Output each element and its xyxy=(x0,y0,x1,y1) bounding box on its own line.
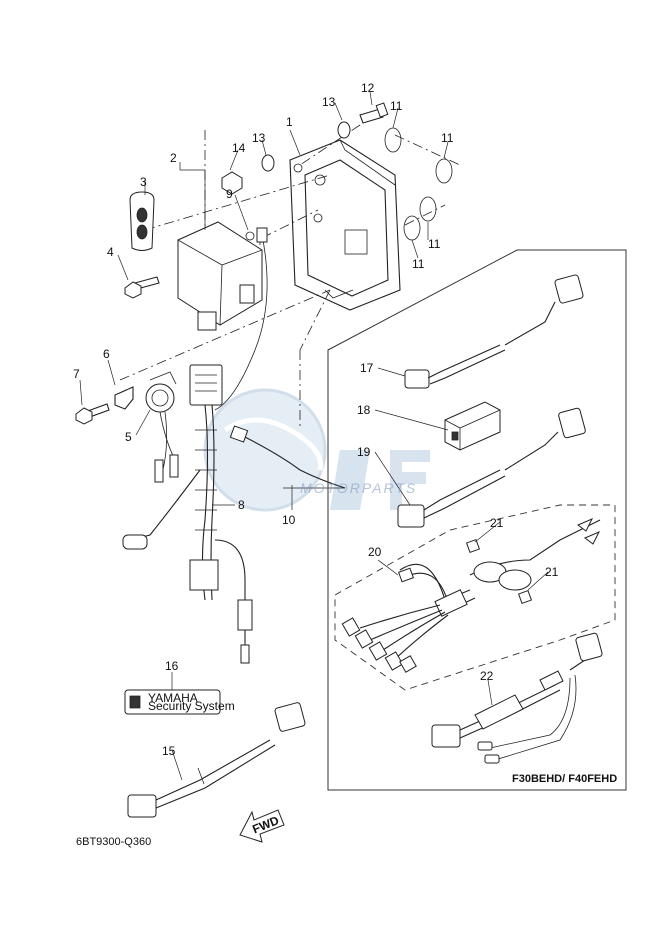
watermark-logo xyxy=(203,388,430,512)
wire-harness-part-8 xyxy=(122,364,253,664)
washer-part-13 xyxy=(337,121,351,139)
screw-part-4 xyxy=(124,276,160,299)
callout-10: 10 xyxy=(282,513,296,527)
connector-part-18 xyxy=(444,401,501,451)
screw-part-12 xyxy=(359,102,389,124)
option-box-outline xyxy=(327,249,627,791)
callout-4: 4 xyxy=(107,245,114,259)
callout-7: 7 xyxy=(73,367,80,381)
leader-lines xyxy=(79,91,549,781)
harness-part-22 xyxy=(431,632,603,764)
callout-11c: 11 xyxy=(428,237,441,251)
callout-19: 19 xyxy=(357,445,371,459)
callout-9: 9 xyxy=(226,187,233,201)
callout-2: 2 xyxy=(170,151,177,165)
harness-part-15 xyxy=(127,702,306,818)
key-part-3 xyxy=(129,191,155,251)
callout-11b: 11 xyxy=(441,131,454,145)
callout-13b: 13 xyxy=(252,131,266,145)
callout-numbers: 1 2 3 4 5 6 7 8 9 10 11 11 11 11 12 13 1… xyxy=(73,81,559,758)
callout-6: 6 xyxy=(103,347,110,361)
terminal-lead xyxy=(214,234,268,411)
label-brand-text: YAMAHA xyxy=(148,691,198,705)
oring-part-11d xyxy=(419,196,437,222)
callout-22: 22 xyxy=(480,669,494,683)
washer-part-13b xyxy=(261,154,275,172)
buzzer-part-5 xyxy=(145,371,179,483)
callout-14: 14 xyxy=(232,141,246,155)
callout-11a: 11 xyxy=(390,99,403,113)
callout-11d: 11 xyxy=(412,257,425,271)
callout-16: 16 xyxy=(165,659,179,673)
fwd-text: FWD xyxy=(250,813,281,836)
harness-part-19 xyxy=(397,407,586,528)
callout-21b: 21 xyxy=(545,565,559,579)
lead-part-10 xyxy=(229,425,346,489)
oring-part-11b xyxy=(435,158,453,184)
callout-13a: 13 xyxy=(322,95,336,109)
housing-part-1 xyxy=(289,139,401,311)
control-unit-part-2 xyxy=(177,221,263,331)
callout-18: 18 xyxy=(357,403,371,417)
callout-3: 3 xyxy=(140,175,147,189)
callout-8: 8 xyxy=(238,498,245,512)
callout-12: 12 xyxy=(361,81,375,95)
diagram-code: 6BT9300-Q360 xyxy=(76,836,152,848)
terminal-part-21b xyxy=(517,589,533,605)
sub-box-outline xyxy=(334,504,616,691)
callout-5: 5 xyxy=(125,430,132,444)
oring-part-11c xyxy=(403,215,421,241)
terminal-lug xyxy=(256,227,268,243)
model-note: F30BEHD/ F40FEHD xyxy=(512,773,618,785)
watermark-text: MOTORPARTS xyxy=(300,480,418,496)
callout-20: 20 xyxy=(368,545,382,559)
callout-1: 1 xyxy=(286,115,293,129)
ring-part-9 xyxy=(245,231,255,241)
harness-part-17 xyxy=(404,274,584,389)
callout-15: 15 xyxy=(162,744,176,758)
security-label-part-16: YAMAHA Security System xyxy=(124,689,235,715)
harness-part-20 xyxy=(341,518,601,673)
oring-part-11a xyxy=(384,127,402,153)
fwd-arrow: FWD xyxy=(239,809,285,843)
label-caption-text: Security System xyxy=(148,699,235,713)
screw-part-7 xyxy=(75,403,110,425)
callout-21a: 21 xyxy=(490,516,504,530)
bracket-part-6 xyxy=(114,386,134,410)
nut-part-14 xyxy=(221,171,243,195)
terminal-part-21a xyxy=(465,538,481,554)
callout-17: 17 xyxy=(360,361,374,375)
